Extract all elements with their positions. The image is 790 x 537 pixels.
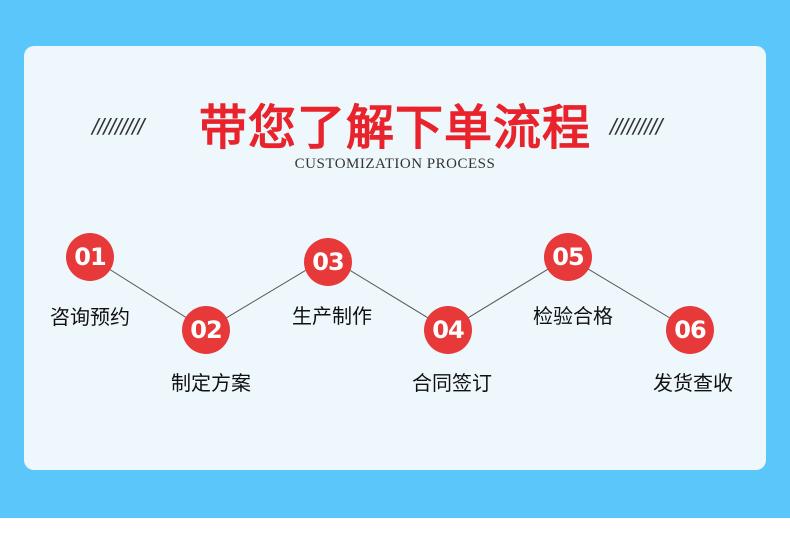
step-number-01: 01 (66, 233, 114, 281)
step-label-04: 合同签订 (412, 371, 492, 395)
title-row: ///////// 带您了解下单流程 ///////// (24, 98, 766, 158)
step-label-06: 发货查收 (653, 371, 733, 395)
page-subtitle: CUSTOMIZATION PROCESS (294, 156, 496, 172)
page-title: 带您了解下单流程 (198, 100, 591, 156)
step-number-06: 06 (666, 306, 714, 354)
step-number-05: 05 (544, 233, 592, 281)
step-label-02: 制定方案 (171, 371, 251, 395)
step-label-01: 咨询预约 (50, 305, 130, 329)
step-number-02: 02 (182, 306, 230, 354)
step-number-03: 03 (304, 238, 352, 286)
slash-decoration-right: ///////// (610, 114, 663, 138)
step-label-05: 检验合格 (533, 304, 613, 328)
slash-decoration-left: ///////// (92, 114, 145, 138)
connector-lines (89, 256, 691, 331)
process-card: ///////// 带您了解下单流程 ///////// CUSTOMIZATI… (24, 46, 766, 470)
step-number-04: 04 (424, 306, 472, 354)
step-label-03: 生产制作 (292, 304, 372, 328)
